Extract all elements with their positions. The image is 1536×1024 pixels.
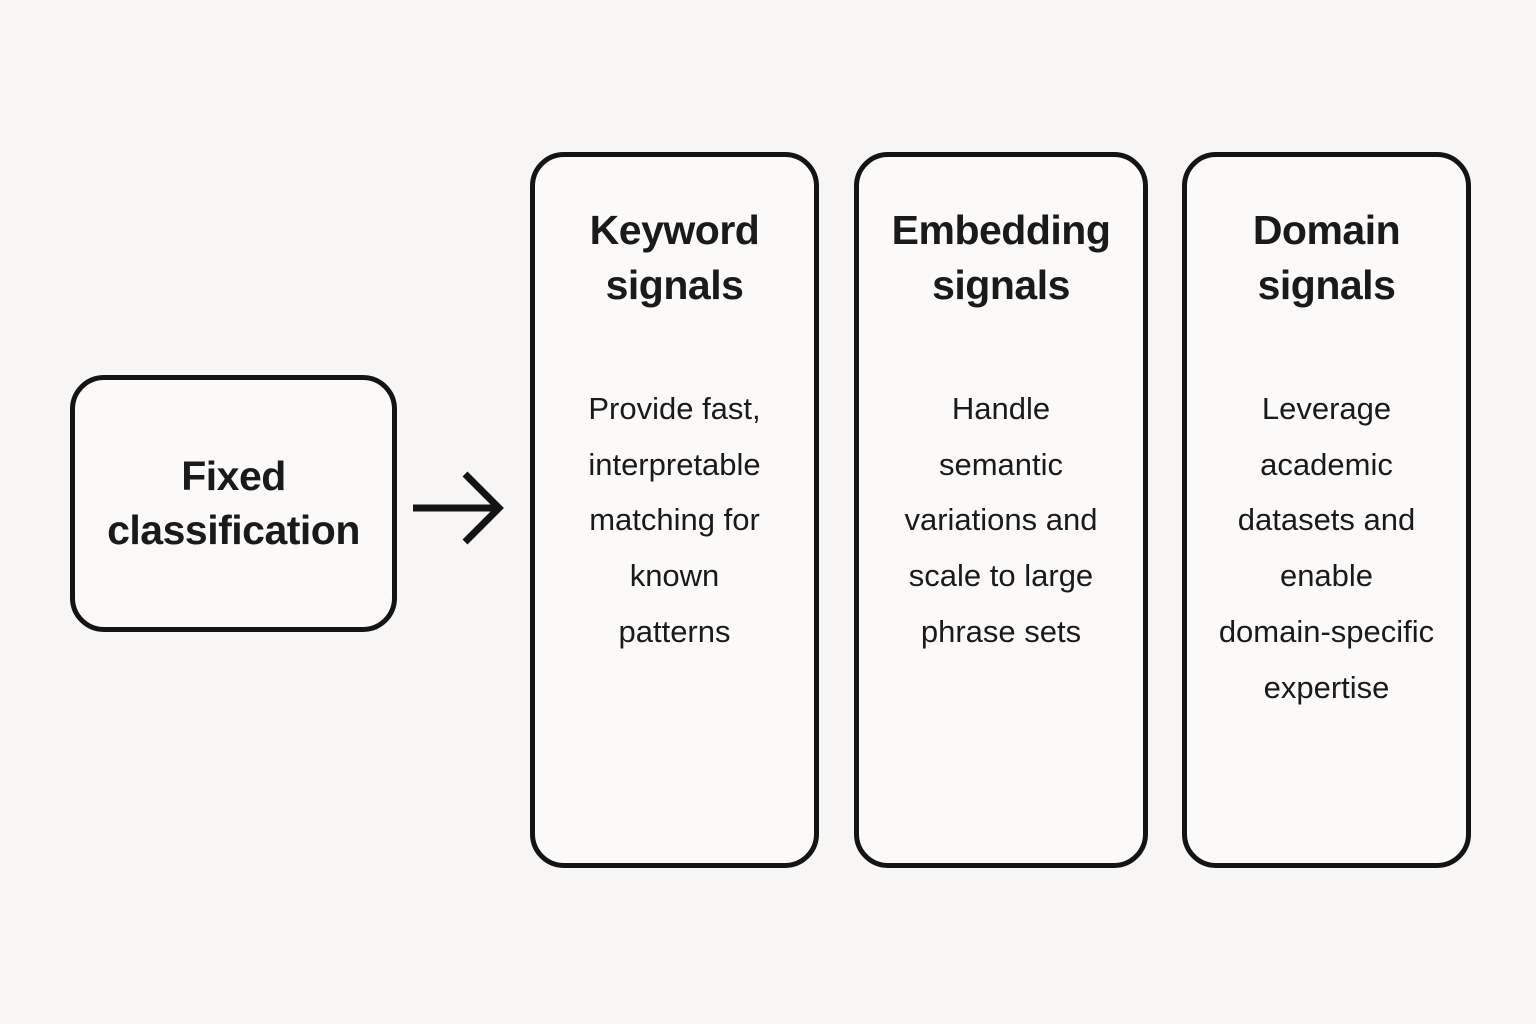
fixed-classification-label: Fixed classification (107, 453, 360, 553)
embedding-signals-title: Embedding signals (891, 207, 1111, 308)
embedding-signals-card: Embedding signals Handle semantic variat… (854, 152, 1148, 868)
keyword-signals-card: Keyword signals Provide fast, interpreta… (530, 152, 819, 868)
keyword-signals-description: Provide fast, interpretable matching for… (588, 390, 761, 650)
domain-signals-title: Domain signals (1252, 207, 1401, 308)
right-arrow-icon (408, 465, 508, 551)
embedding-signals-description: Handle semantic variations and scale to … (904, 390, 1098, 650)
domain-signals-description: Leverage academic datasets and enable do… (1218, 390, 1435, 705)
keyword-signals-title: Keyword signals (589, 207, 760, 308)
fixed-classification-node: Fixed classification (70, 375, 397, 632)
domain-signals-card: Domain signals Leverage academic dataset… (1182, 152, 1471, 868)
